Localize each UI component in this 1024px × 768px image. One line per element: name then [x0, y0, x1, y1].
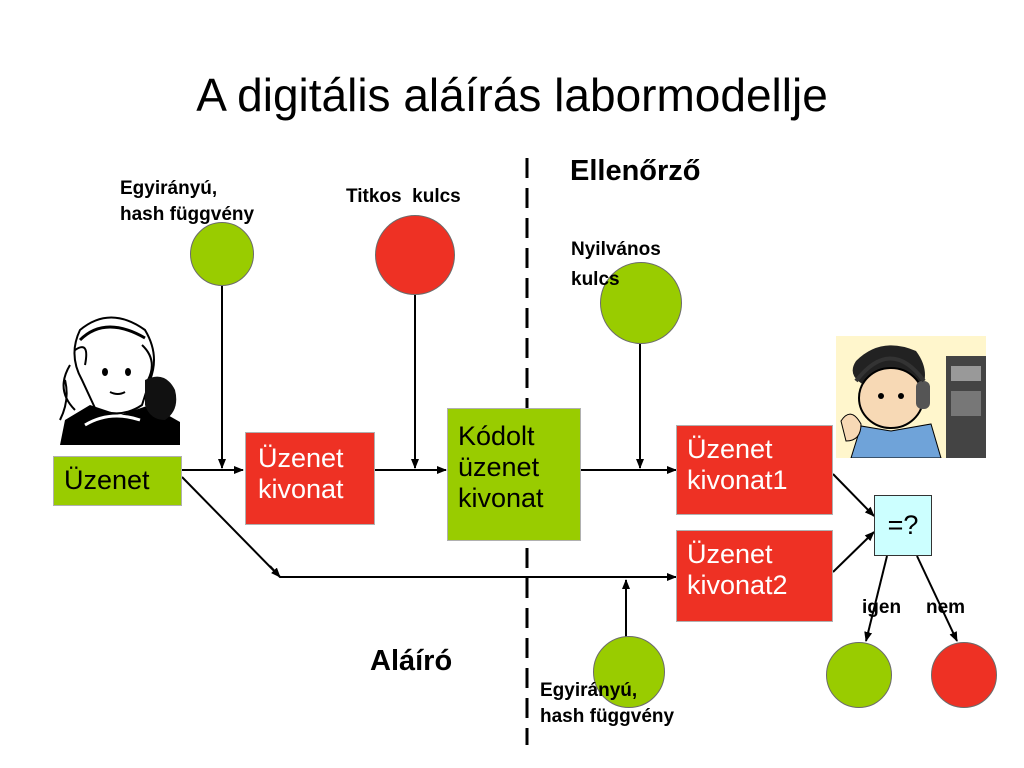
boy-with-headphones-illustration: [836, 336, 986, 458]
digest1-box: Üzenet kivonat1: [676, 425, 833, 515]
public-key-circle: [600, 262, 682, 344]
signer-heading: Aláíró: [370, 645, 453, 677]
encoded-digest-box: Kódolt üzenet kivonat: [447, 408, 581, 541]
hash-function-label-bottom: Egyirányú, hash függvény: [540, 680, 675, 727]
message-box: Üzenet: [53, 456, 182, 506]
arrow-digest1-to-compare: [832, 473, 875, 517]
hash-function-label-top: Egyirányú, hash függvény: [120, 178, 255, 225]
verifier-heading: Ellenőrző: [570, 155, 701, 187]
compare-box: =?: [874, 495, 932, 556]
digest-box: Üzenet kivonat: [245, 432, 375, 525]
message-label: Üzenet: [64, 465, 150, 495]
secret-key-label: Titkos kulcs: [346, 186, 461, 207]
hash-function-circle-top: [190, 222, 254, 286]
hash-function-circle-bottom: [593, 636, 665, 708]
secret-key-circle: [375, 215, 455, 295]
page-title: A digitális aláírás labormodellje: [196, 69, 828, 121]
no-label: nem: [926, 597, 966, 618]
result-no-circle: [931, 642, 997, 708]
arrow-compare-to-yes: [864, 555, 888, 642]
result-yes-circle: [826, 642, 892, 708]
girl-with-cat-illustration: [59, 316, 180, 445]
digest2-box: Üzenet kivonat2: [676, 530, 833, 622]
public-key-label: Nyilvános kulcs: [571, 239, 661, 290]
yes-label: igen: [862, 597, 902, 618]
arrow-digest2-to-compare: [832, 531, 875, 573]
arrow-compare-to-no: [916, 555, 958, 642]
